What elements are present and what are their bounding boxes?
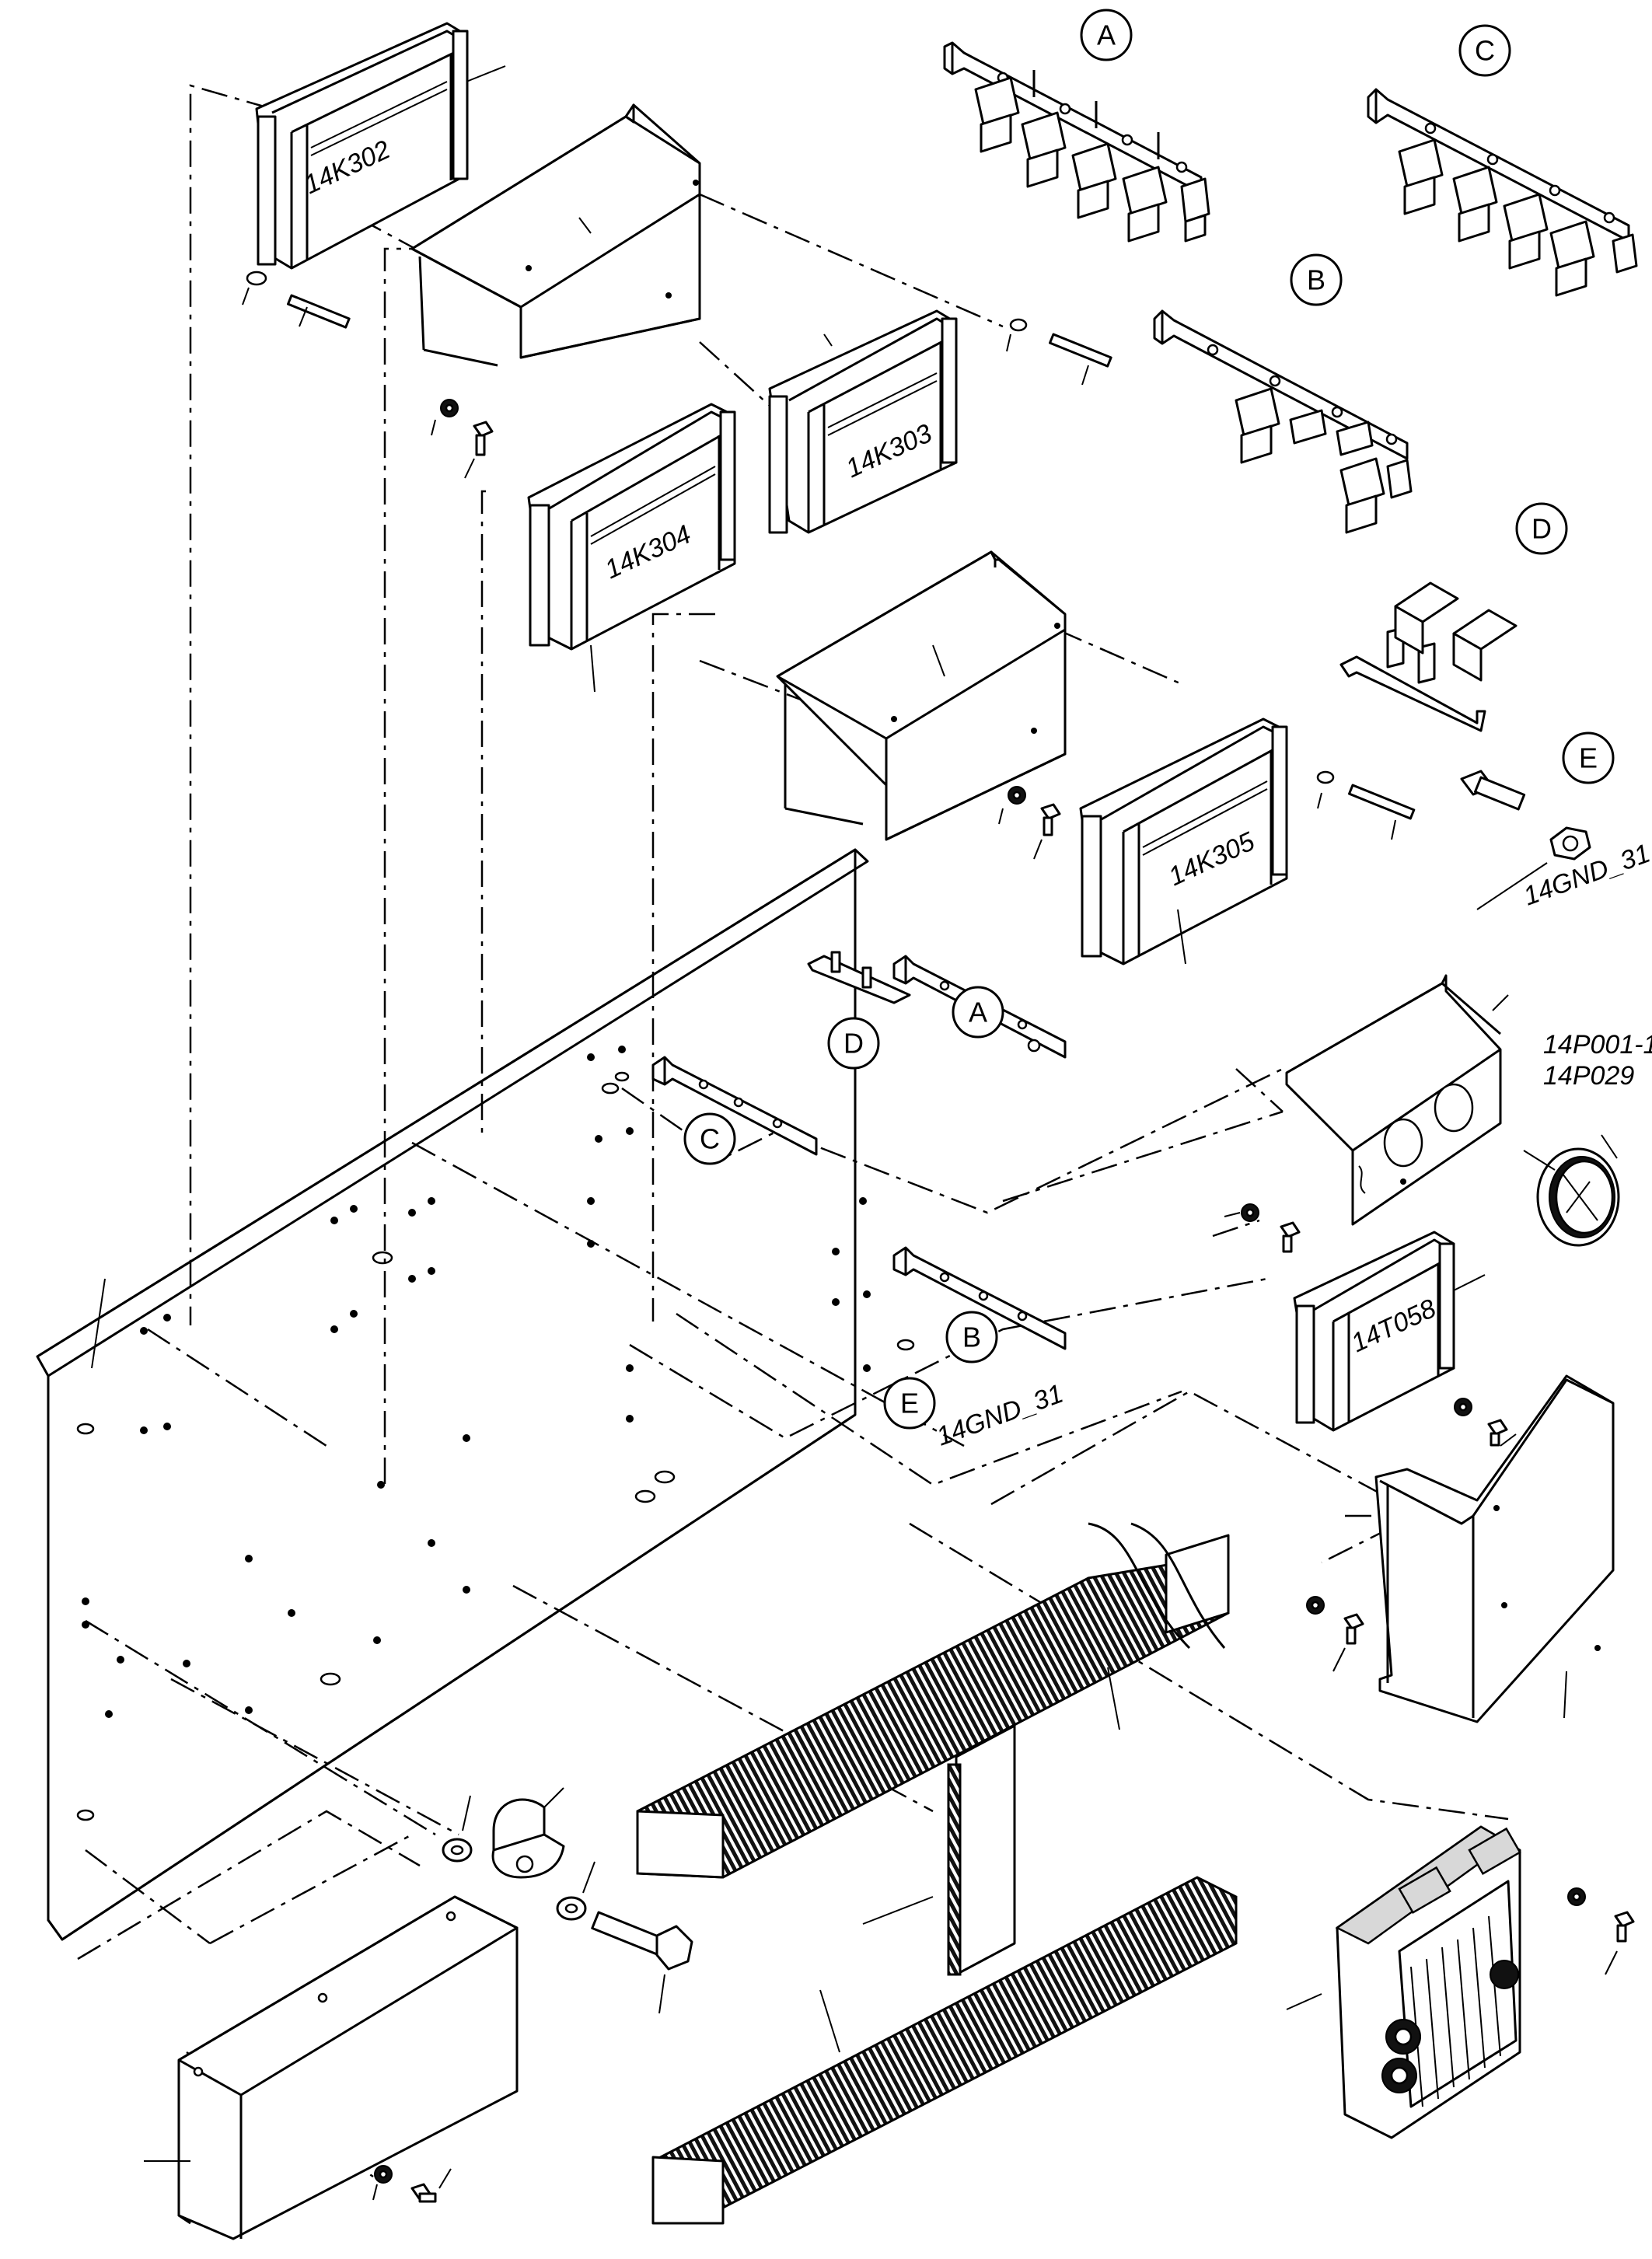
svg-text:A: A bbox=[1097, 19, 1116, 51]
washer-left bbox=[442, 1795, 473, 1863]
callout-b-panel: B bbox=[945, 1311, 998, 1363]
fastener-right-bracket bbox=[1306, 1596, 1364, 1672]
svg-text:C: C bbox=[1475, 35, 1495, 67]
relay-bracket-c bbox=[1367, 88, 1638, 297]
fastener-14t058 bbox=[1454, 1398, 1517, 1447]
callout-d-top: D bbox=[1515, 502, 1568, 555]
module-14k305: 14K305 bbox=[1079, 718, 1288, 965]
label-14p029: 14P029 bbox=[1543, 1061, 1634, 1091]
panel-bracket-b bbox=[892, 1246, 1067, 1350]
controller-heat-sink-fins bbox=[1410, 1915, 1501, 2107]
callout-a-top: A bbox=[1080, 9, 1133, 61]
panel-bracket-d bbox=[807, 951, 911, 1004]
screw-set-14k302 bbox=[242, 271, 351, 329]
panel-bracket-c bbox=[651, 1056, 818, 1156]
callout-c-top: C bbox=[1458, 24, 1511, 77]
module-14k304: 14K304 bbox=[527, 403, 736, 693]
screw-set-14k305 bbox=[1316, 770, 1416, 840]
svg-text:C: C bbox=[700, 1123, 720, 1155]
callout-c-panel: C bbox=[683, 1112, 736, 1165]
svg-text:D: D bbox=[843, 1028, 864, 1060]
fastener-cover-box bbox=[372, 2165, 452, 2203]
washer-right bbox=[556, 1861, 595, 1921]
main-mounting-panel bbox=[36, 848, 915, 1941]
callout-b-top: B bbox=[1290, 253, 1343, 306]
callout-a-panel: A bbox=[952, 986, 1004, 1039]
svg-text:B: B bbox=[1307, 264, 1325, 296]
relay-bracket-d bbox=[1339, 581, 1518, 732]
module-14t058: 14T058 bbox=[1293, 1231, 1486, 1432]
svg-text:E: E bbox=[1579, 742, 1598, 774]
controller-unit bbox=[1286, 1825, 1521, 2139]
gauge-bracket bbox=[1285, 974, 1509, 1226]
module-14k303: 14K303 bbox=[768, 309, 958, 534]
bracket-upper bbox=[410, 103, 701, 367]
relay-bracket-a bbox=[943, 41, 1210, 243]
fastener-controller bbox=[1567, 1887, 1635, 1975]
callout-e-panel: E bbox=[883, 1377, 936, 1430]
relay-blocks-a bbox=[974, 76, 1210, 243]
large-bolt bbox=[591, 1911, 693, 2014]
module-14k302: 14K302 bbox=[255, 22, 506, 270]
svg-text:B: B bbox=[962, 1322, 981, 1353]
ground-bolt-and-nut bbox=[1460, 770, 1591, 910]
callout-d-panel: D bbox=[827, 1017, 880, 1070]
callout-e-top: E bbox=[1562, 731, 1615, 784]
svg-text:D: D bbox=[1532, 513, 1552, 545]
bracket-right-lower bbox=[1374, 1374, 1615, 1723]
panel-holes bbox=[76, 1046, 915, 1821]
label-14gnd31-panel: 14GND_31 bbox=[933, 1379, 1067, 1452]
relay-bracket-b bbox=[1153, 309, 1413, 534]
fastener-gauge-bracket bbox=[1224, 1203, 1301, 1253]
screw-set-14k303 bbox=[1006, 318, 1112, 386]
label-14p001-1: 14P001-1 bbox=[1543, 1030, 1652, 1060]
svg-text:A: A bbox=[969, 997, 987, 1028]
fastener-bracket-upper bbox=[431, 399, 494, 479]
cover-box bbox=[144, 1895, 519, 2240]
fastener-bracket-middle bbox=[998, 786, 1061, 860]
svg-text:E: E bbox=[900, 1388, 919, 1419]
cable-duct-assembly bbox=[636, 1522, 1238, 2225]
gauge-14p029 bbox=[1523, 1134, 1620, 1247]
cable-clamp bbox=[491, 1787, 565, 1879]
bracket-middle bbox=[776, 550, 1067, 841]
